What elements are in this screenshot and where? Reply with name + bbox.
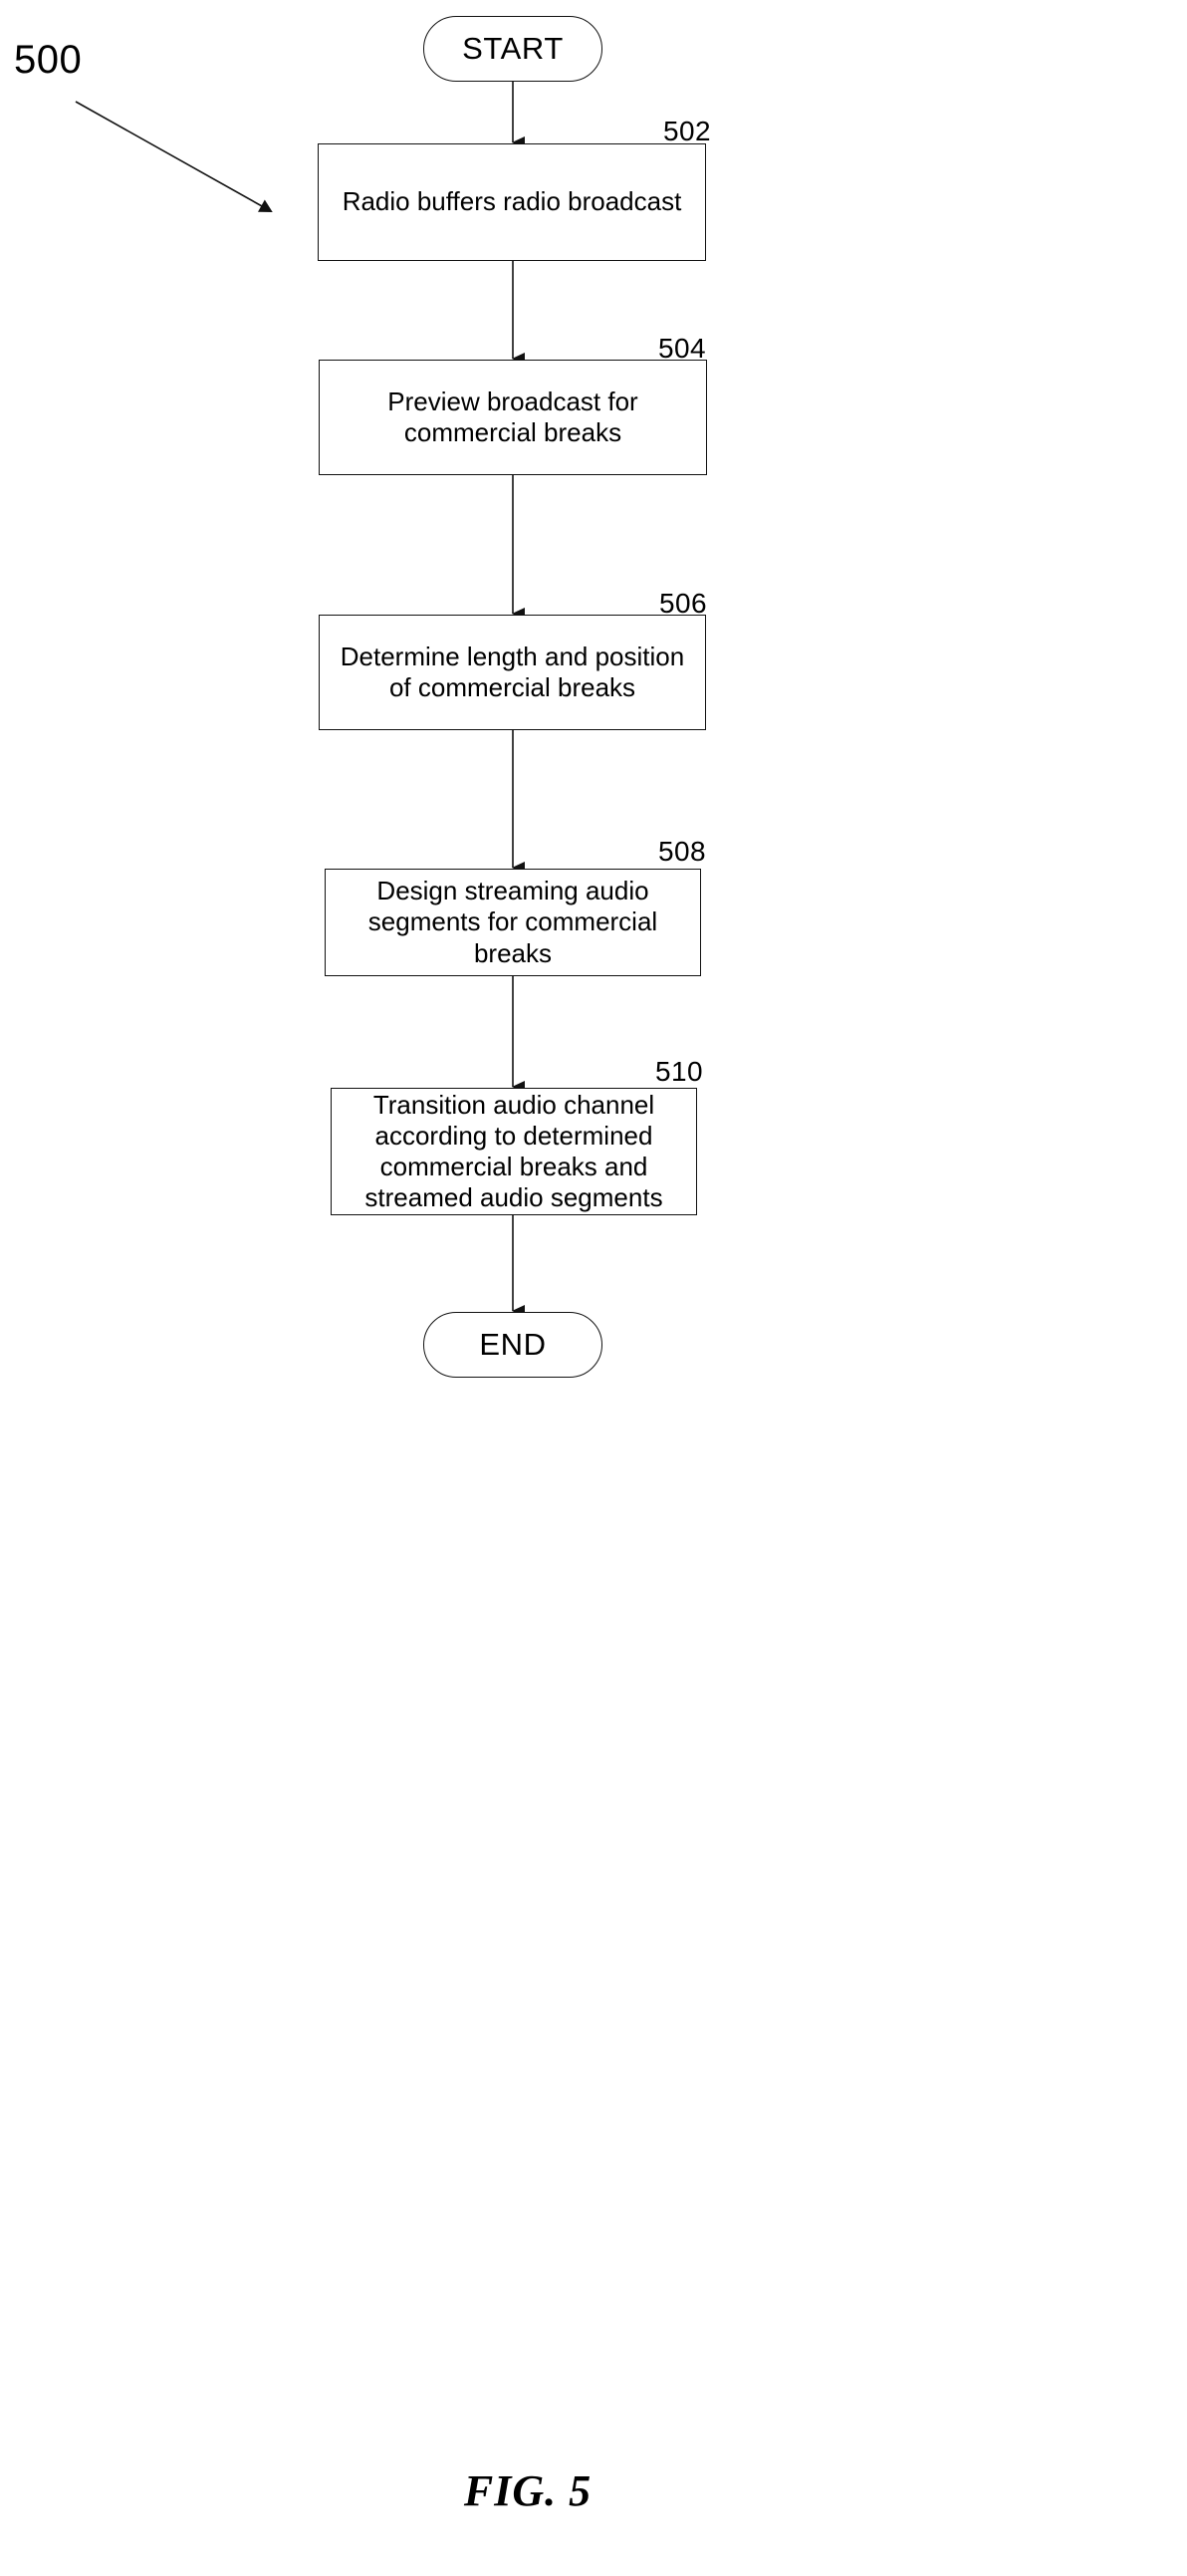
reference-numeral-504: 504 [658,333,706,364]
node-radio-buffers-radio-broadcast[interactable]: Radio buffers radio broadcast [318,143,706,261]
node-design-streaming-audio-segments-for-commercial-breaks[interactable]: Design streaming audio segments for comm… [325,869,701,976]
node-determine-length-and-position-of-commercial-breaks[interactable]: Determine length and position of commerc… [319,615,706,730]
node-end[interactable]: END [423,1312,602,1378]
reference-numeral-502: 502 [663,116,711,146]
reference-numeral-506: 506 [659,588,707,619]
node-transition-audio-channel[interactable]: Transition audio channel according to de… [331,1088,697,1215]
figure-caption: FIG. 5 [463,2466,593,2515]
reference-numeral-510: 510 [655,1056,703,1087]
node-preview-broadcast-for-commercial-breaks[interactable]: Preview broadcast for commercial breaks [319,360,707,475]
node-start[interactable]: START [423,16,602,82]
figure-reference-500: 500 [14,38,83,82]
reference-numeral-508: 508 [658,836,706,867]
